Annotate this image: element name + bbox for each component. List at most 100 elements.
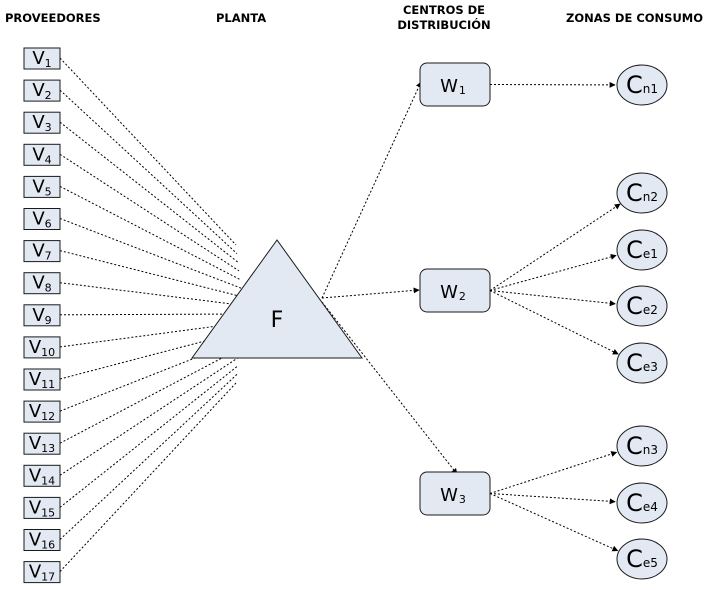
- zone-node: Cn1: [616, 64, 668, 106]
- supplier-box: [23, 336, 61, 359]
- supplier-box: [23, 47, 61, 70]
- supplier-plant-edge: [59, 121, 239, 263]
- header-plant: PLANTA: [216, 11, 266, 25]
- supplier-plant-edge: [59, 339, 242, 412]
- zone-label: Ce1: [626, 236, 658, 264]
- supplier-node: V14: [23, 464, 61, 487]
- supplier-label: V11: [29, 369, 55, 391]
- plant-triangle: [191, 239, 363, 359]
- warehouse-node: W3: [419, 471, 491, 516]
- supplier-label: V5: [32, 176, 51, 198]
- zone-circle: [616, 425, 668, 467]
- supplier-label: V15: [29, 497, 55, 519]
- zone-label: Cn2: [626, 179, 658, 207]
- supplier-label: V1: [32, 48, 51, 70]
- supplier-plant-edge: [59, 382, 237, 572]
- supplier-label: V8: [32, 273, 51, 295]
- warehouse-label: W1: [440, 76, 466, 97]
- edges: [59, 57, 621, 572]
- zone-circle: [616, 482, 668, 524]
- supplier-label: V10: [29, 337, 55, 359]
- supplier-label: V2: [32, 80, 51, 102]
- supplier-box: [23, 79, 61, 102]
- supplier-box: [23, 272, 61, 295]
- zone-label: Ce4: [626, 489, 658, 517]
- supplier-node: V8: [23, 272, 61, 295]
- supplier-node: V7: [23, 240, 61, 263]
- supplier-plant-edge: [59, 250, 243, 298]
- header-suppliers: PROVEEDORES: [5, 11, 101, 25]
- zone-label: Cn1: [626, 71, 658, 99]
- warehouse-label: W2: [440, 282, 466, 303]
- supplier-node: V12: [23, 400, 61, 423]
- supplier-node: V9: [23, 304, 61, 327]
- plant-node: F: [191, 239, 363, 359]
- supplier-plant-edge: [59, 313, 245, 316]
- plant-label: F: [271, 308, 284, 333]
- warehouse-node: W2: [419, 268, 491, 313]
- zone-node: Ce3: [616, 342, 668, 384]
- supplier-plant-edge: [59, 374, 238, 540]
- supplier-node: V4: [23, 143, 61, 166]
- supplier-box: [23, 464, 61, 487]
- zone-circle: [616, 538, 668, 580]
- supplier-node: V13: [23, 432, 61, 455]
- zone-node: Ce5: [616, 538, 668, 580]
- supplier-label: V12: [29, 401, 55, 423]
- zone-node: Ce2: [616, 285, 668, 327]
- header-distribution-centers-line2: DISTRIBUCIÓN: [397, 17, 490, 32]
- supplier-label: V13: [29, 433, 55, 455]
- supplier-node: V11: [23, 368, 61, 391]
- supplier-box: [23, 496, 61, 519]
- supplier-plant-edge: [59, 365, 239, 508]
- warehouse-node: W1: [419, 62, 491, 107]
- zone-label: Ce3: [626, 349, 658, 377]
- zone-circle: [616, 229, 668, 271]
- supplier-node: V10: [23, 336, 61, 359]
- supplier-plant-edge: [59, 89, 238, 254]
- supplier-box: [23, 368, 61, 391]
- warehouse-box: [419, 471, 491, 516]
- supplier-label: V4: [32, 144, 51, 166]
- supplier-plant-edge: [59, 282, 244, 306]
- supplier-box: [23, 432, 61, 455]
- zone-label: Ce5: [626, 545, 658, 573]
- warehouse-label: W3: [440, 485, 466, 506]
- supplier-node: V1: [23, 47, 61, 70]
- supplier-label: V6: [32, 209, 51, 231]
- zone-circle: [616, 342, 668, 384]
- warehouse-zone-edge: [489, 203, 621, 291]
- warehouse-box: [419, 268, 491, 313]
- warehouse-zone-edge: [489, 493, 619, 552]
- zone-node: Cn2: [616, 172, 668, 214]
- warehouse-zone-edge: [489, 451, 618, 494]
- zone-node: Cn3: [616, 425, 668, 467]
- supplier-plant-edge: [59, 356, 240, 476]
- supplier-box: [23, 529, 61, 551]
- zone-node: Ce4: [616, 482, 668, 524]
- supplier-box: [23, 208, 61, 230]
- supplier-label: V7: [32, 241, 51, 263]
- plant-warehouse-edge: [321, 287, 420, 299]
- supplier-box: [23, 304, 61, 327]
- plant-warehouse-edge: [321, 81, 422, 299]
- zone-node: Ce1: [616, 229, 668, 271]
- supplier-node: V17: [23, 561, 61, 584]
- supplier-box: [23, 561, 61, 584]
- warehouse-zone-edge: [489, 290, 619, 355]
- supplier-label: V3: [32, 112, 51, 134]
- supplier-box: [23, 175, 61, 198]
- supplier-node: V16: [23, 529, 61, 552]
- zone-circle: [616, 285, 668, 327]
- warehouse-zone-edge: [489, 290, 616, 307]
- supplier-label: V9: [32, 305, 51, 327]
- supplier-plant-edge: [59, 185, 241, 280]
- supplier-box: [23, 400, 61, 423]
- supplier-node: V15: [23, 496, 61, 519]
- zone-label: Cn3: [626, 432, 658, 460]
- supplier-label: V17: [29, 562, 55, 584]
- warehouse-zone-edge: [489, 254, 617, 291]
- supplier-plant-edge: [59, 322, 244, 348]
